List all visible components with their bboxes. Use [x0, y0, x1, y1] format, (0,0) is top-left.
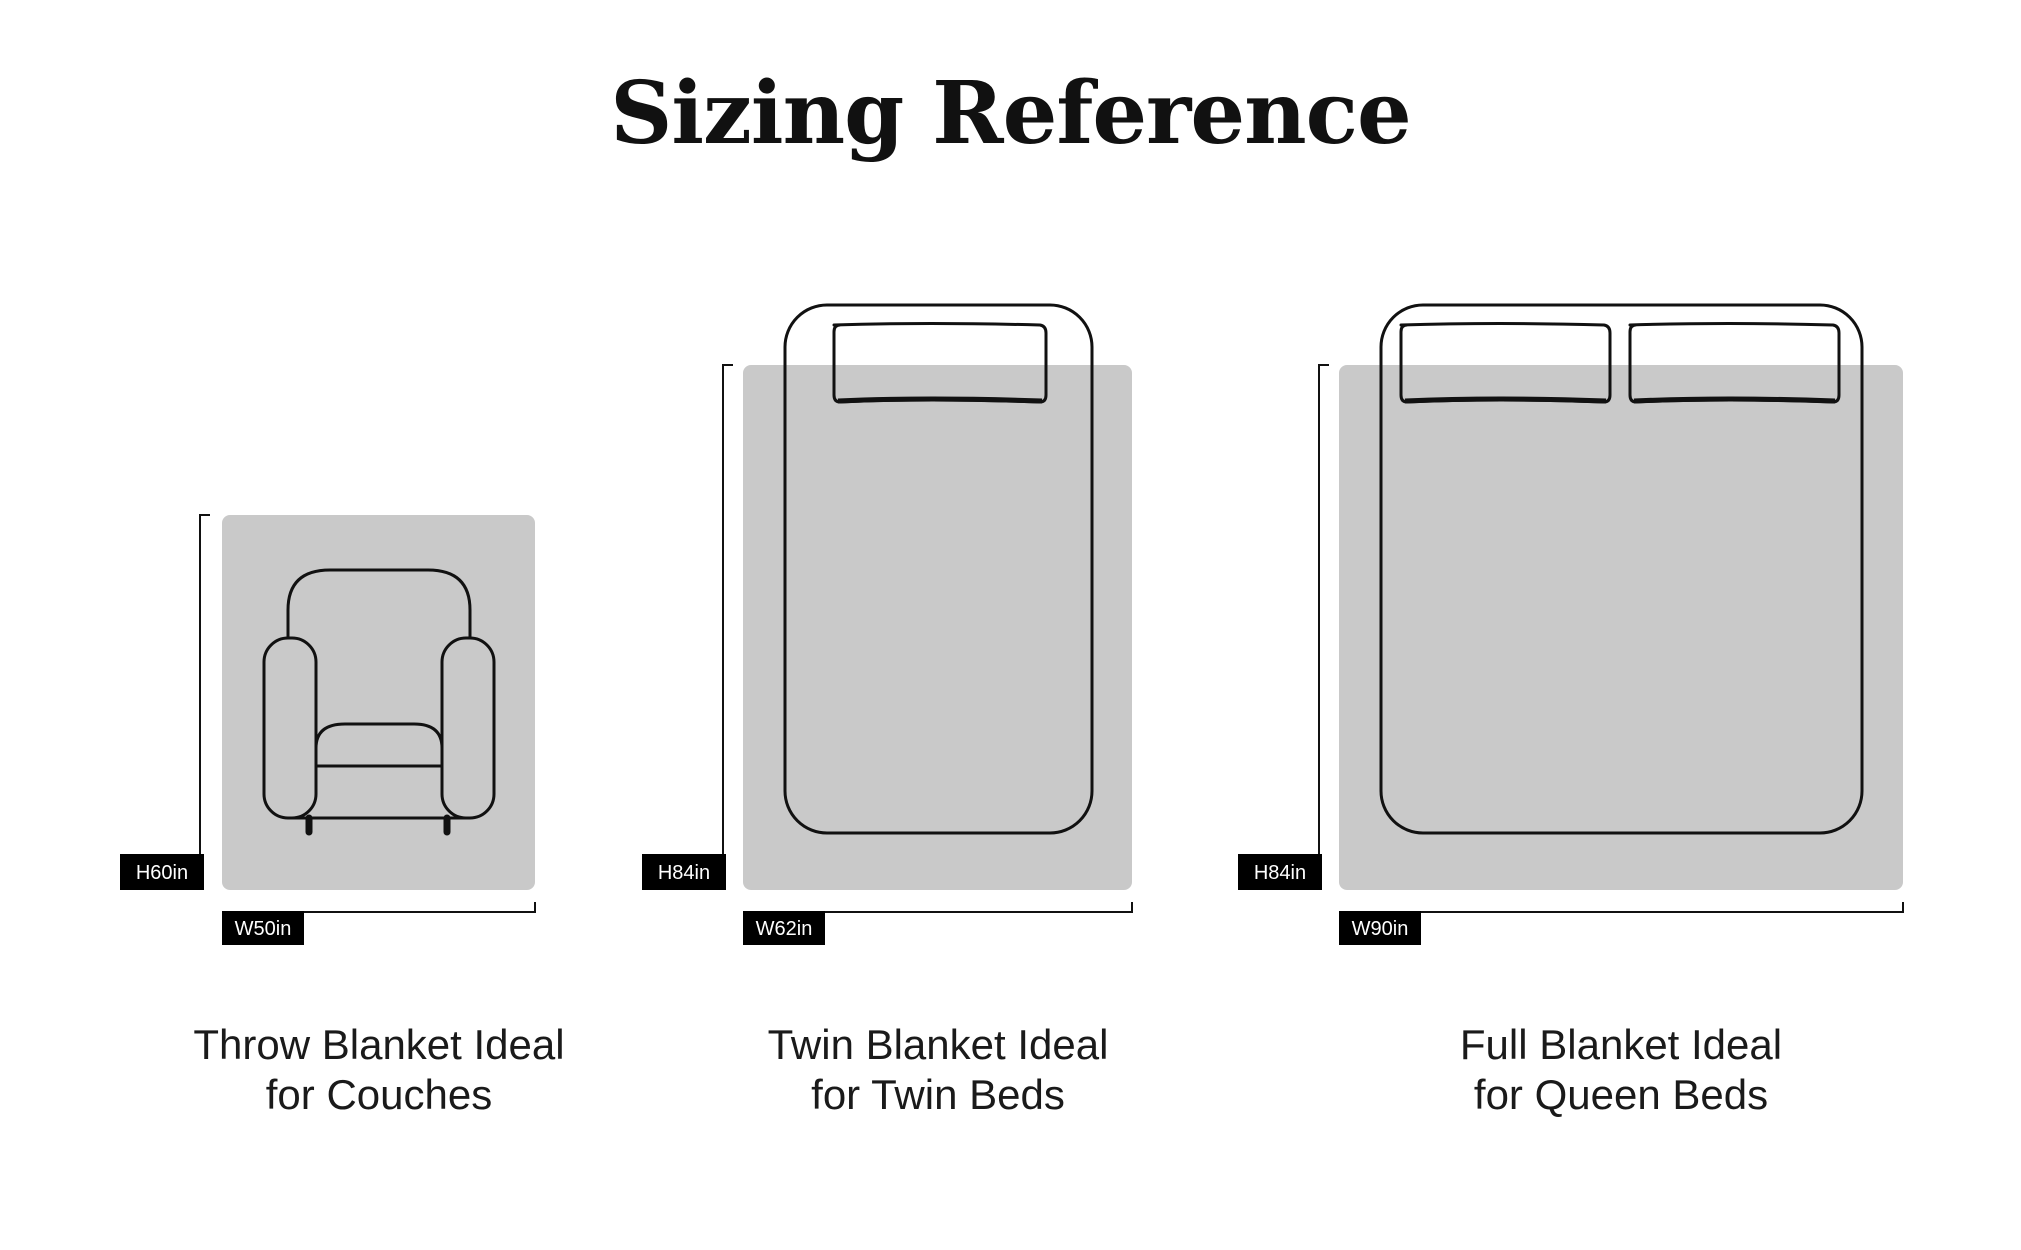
- throw-blanket-caption: Throw Blanket Ideal for Couches: [79, 1020, 679, 1120]
- twin-width-label: W62in: [756, 918, 813, 940]
- twin-caption-line1: Twin Blanket Ideal: [767, 1021, 1109, 1068]
- throw-width-label: W50in: [235, 918, 292, 940]
- throw-blanket-rect: [222, 515, 535, 890]
- full-height-label-bg: [1238, 854, 1322, 890]
- queen-bed-icon: [1379, 303, 1864, 835]
- armchair-icon: [262, 568, 496, 836]
- twin-width-dimension-line: [743, 902, 1133, 913]
- full-height-dimension-line: [1318, 364, 1329, 878]
- throw-caption-line2: for Couches: [265, 1071, 493, 1118]
- twin-blanket-caption: Twin Blanket Ideal for Twin Beds: [638, 1020, 1238, 1120]
- full-caption-line2: for Queen Beds: [1473, 1071, 1769, 1118]
- twin-blanket-rect: [743, 365, 1132, 890]
- twin-height-label-bg: [642, 854, 726, 890]
- twin-width-label-bg: [743, 911, 825, 945]
- full-width-dimension-line: [1339, 902, 1904, 913]
- throw-width-dimension-line: [222, 902, 536, 913]
- throw-blanket-group: H60in W50in: [120, 514, 536, 945]
- full-caption-line1: Full Blanket Ideal: [1459, 1021, 1783, 1068]
- full-blanket-rect: [1339, 365, 1903, 890]
- twin-height-label: H84in: [658, 862, 710, 884]
- full-blanket-group: H84in W90in: [1238, 303, 1904, 945]
- page-title: Sizing Reference: [610, 63, 1411, 164]
- twin-height-dimension-line: [722, 364, 733, 878]
- twin-blanket-group: H84in W62in: [642, 303, 1133, 945]
- full-blanket-caption: Full Blanket Ideal for Queen Beds: [1321, 1020, 1921, 1120]
- twin-caption-line2: for Twin Beds: [811, 1071, 1065, 1118]
- full-width-label-bg: [1339, 911, 1421, 945]
- throw-width-label-bg: [222, 911, 304, 945]
- full-height-label: H84in: [1254, 862, 1306, 884]
- throw-height-label-bg: [120, 854, 204, 890]
- throw-height-dimension-line: [199, 514, 210, 878]
- twin-bed-icon: [783, 303, 1094, 835]
- throw-height-label: H60in: [136, 862, 188, 884]
- throw-caption-line1: Throw Blanket Ideal: [193, 1021, 565, 1068]
- full-width-label: W90in: [1352, 918, 1409, 940]
